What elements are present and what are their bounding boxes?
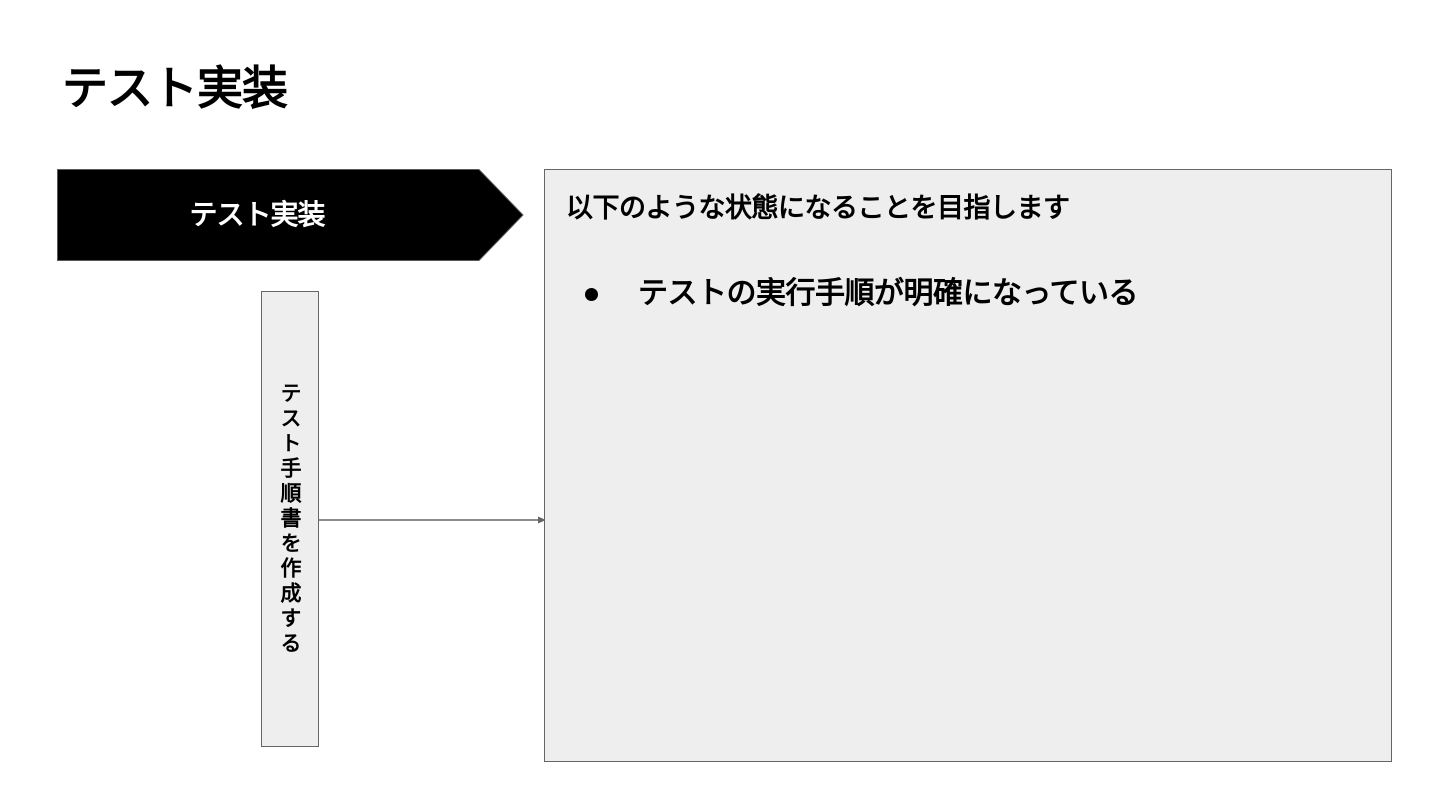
phase-chevron-shape	[57, 169, 524, 261]
task-box: テスト手順書を作成する	[261, 291, 319, 747]
goal-box: 以下のような状態になることを目指します テストの実行手順が明確になっている	[544, 169, 1392, 762]
goal-list: テストの実行手順が明確になっている	[585, 272, 1139, 316]
phase-label: テスト実装	[189, 198, 325, 231]
task-label: テスト手順書を作成する	[278, 381, 302, 657]
page-title: テスト実装	[62, 61, 288, 115]
list-item: テストの実行手順が明確になっている	[585, 272, 1139, 316]
bullet-icon	[585, 287, 598, 301]
connector-arrow	[319, 516, 546, 524]
goal-heading: 以下のような状態になることを目指します	[566, 193, 1070, 224]
goal-item-text: テストの実行手順が明確になっている	[638, 276, 1139, 311]
